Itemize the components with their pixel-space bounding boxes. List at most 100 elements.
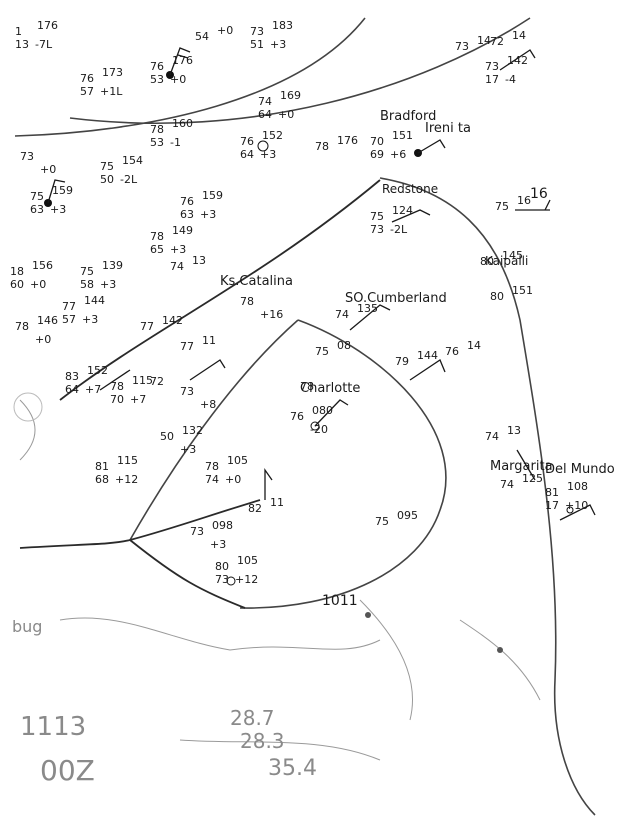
station-tend: +0 bbox=[40, 163, 56, 176]
station-t: 50 bbox=[160, 430, 174, 443]
note-00z: 00Z bbox=[40, 754, 95, 787]
station-plot-s37: 73+8 bbox=[180, 385, 216, 411]
station-tend: +1L bbox=[100, 85, 123, 98]
station-p: 13 bbox=[507, 424, 521, 437]
station-tend: +8 bbox=[200, 398, 216, 411]
front-northwest bbox=[59, 179, 381, 401]
station-p: 156 bbox=[32, 259, 53, 272]
station-t: 75 bbox=[370, 210, 384, 223]
station-t: 77 bbox=[140, 320, 154, 333]
station-td: 53 bbox=[150, 136, 164, 149]
station-plot-s03: 54+0 bbox=[195, 24, 233, 43]
isobar-top-arc bbox=[14, 17, 366, 137]
station-plot-s28: 80 151 bbox=[490, 284, 533, 303]
front-southwest bbox=[129, 539, 246, 609]
station-p: 151 bbox=[392, 129, 413, 142]
station-t: 76 bbox=[290, 410, 304, 423]
station-tend: +3 bbox=[200, 208, 216, 221]
isobar-upper-arc bbox=[69, 17, 531, 125]
station-tend: +12 bbox=[115, 473, 138, 486]
place-labels: Bradford Ireni ta Redstone Ks.Catalina S… bbox=[220, 109, 615, 477]
station-p: 132 bbox=[182, 424, 203, 437]
station-t: 74 bbox=[335, 308, 349, 321]
station-p: 108 bbox=[567, 480, 588, 493]
station-td: 69 bbox=[370, 148, 384, 161]
station-p: 152 bbox=[87, 364, 108, 377]
station-t: 78 bbox=[205, 460, 219, 473]
station-p: 115 bbox=[117, 454, 138, 467]
station-tend: +0 bbox=[278, 108, 294, 121]
station-td: 73 bbox=[215, 573, 229, 586]
station-t: 1 bbox=[15, 25, 22, 38]
station-t: 73 bbox=[190, 525, 204, 538]
station-plot-s39: 78 bbox=[300, 380, 314, 393]
station-td: 63 bbox=[180, 208, 194, 221]
station-p: +0 bbox=[217, 24, 233, 37]
station-t: 73 bbox=[250, 25, 264, 38]
station-td: 68 bbox=[95, 473, 109, 486]
place-margarita: Margarita bbox=[490, 459, 553, 474]
station-p: 151 bbox=[512, 284, 533, 297]
station-t: 75 bbox=[495, 200, 509, 213]
station-p: 144 bbox=[84, 294, 105, 307]
station-p: 142 bbox=[162, 314, 183, 327]
station-t: 78 bbox=[315, 140, 329, 153]
station-t: 75 bbox=[100, 160, 114, 173]
station-tend: +3 bbox=[100, 278, 116, 291]
station-tend: +6 bbox=[390, 148, 406, 161]
station-plot-s30: 77 142 bbox=[140, 314, 183, 333]
station-t: 74 bbox=[258, 95, 272, 108]
isobar-right-arc bbox=[379, 177, 596, 816]
station-p: 159 bbox=[52, 184, 73, 197]
station-tend: +3 bbox=[180, 443, 196, 456]
station-t: 78 bbox=[150, 230, 164, 243]
station-td: 73 bbox=[370, 223, 384, 236]
station-t: 80 bbox=[480, 255, 494, 268]
station-tend: +12 bbox=[235, 573, 258, 586]
station-p: 16 bbox=[517, 194, 531, 207]
station-td: 63 bbox=[30, 203, 44, 216]
note-bug: bug bbox=[12, 617, 42, 636]
note-1113: 1113 bbox=[20, 712, 86, 742]
station-p: 173 bbox=[102, 66, 123, 79]
coastline-traces bbox=[19, 399, 541, 761]
station-tend: +7 bbox=[130, 393, 146, 406]
station-t: 73 bbox=[485, 60, 499, 73]
station-td: 70 bbox=[110, 393, 124, 406]
place-bradford: Bradford bbox=[380, 109, 436, 124]
station-td: 58 bbox=[80, 278, 94, 291]
station-p: 11 bbox=[202, 334, 216, 347]
station-tend: +0 bbox=[225, 473, 241, 486]
station-p: 11 bbox=[270, 496, 284, 509]
station-t: 80 bbox=[490, 290, 504, 303]
station-t: 73 bbox=[455, 40, 469, 53]
station-td: 50 bbox=[100, 173, 114, 186]
station-p: 159 bbox=[202, 189, 223, 202]
station-td: 65 bbox=[150, 243, 164, 256]
station-t: 77 bbox=[62, 300, 76, 313]
